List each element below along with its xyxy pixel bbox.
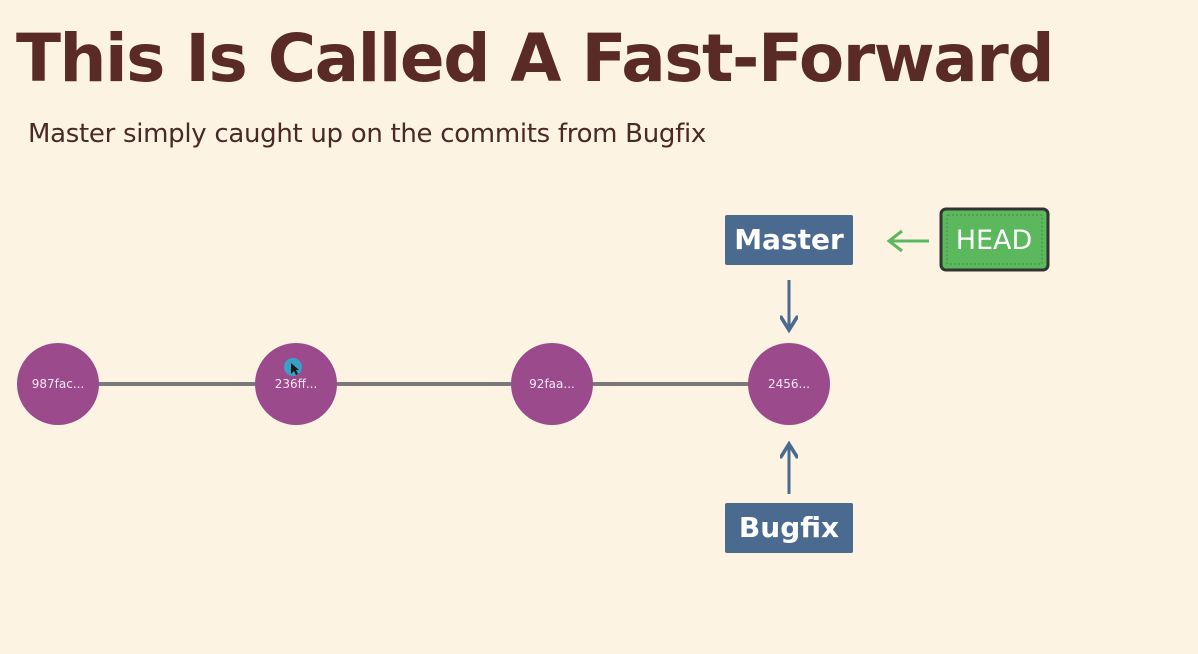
master-branch-label[interactable]: Master bbox=[725, 215, 853, 265]
head-text: HEAD bbox=[956, 225, 1033, 256]
head-pointer-label[interactable]: HEAD bbox=[939, 207, 1050, 272]
commit-node-4[interactable]: 2456... bbox=[748, 343, 830, 425]
commit-circle bbox=[748, 343, 830, 425]
commit-hash: 92faa... bbox=[529, 377, 575, 391]
commit-node-1[interactable]: 987fac... bbox=[17, 343, 99, 425]
commit-node-2[interactable]: 236ff... bbox=[255, 343, 337, 425]
mouse-cursor-icon bbox=[284, 358, 302, 376]
slide-subtitle: Master simply caught up on the commits f… bbox=[28, 119, 706, 149]
bugfix-branch-text: Bugfix bbox=[739, 511, 839, 544]
commit-circle bbox=[255, 343, 337, 425]
commit-circle bbox=[511, 343, 593, 425]
commit-hash: 236ff... bbox=[275, 377, 318, 391]
commit-hash: 2456... bbox=[768, 377, 810, 391]
bugfix-branch-label[interactable]: Bugfix bbox=[725, 503, 853, 553]
master-branch-text: Master bbox=[734, 223, 844, 256]
commit-hash: 987fac... bbox=[32, 377, 85, 391]
head-arrow bbox=[886, 229, 929, 253]
commit-circle bbox=[17, 343, 99, 425]
slide-title: This Is Called A Fast-Forward bbox=[16, 20, 1055, 97]
commit-node-3[interactable]: 92faa... bbox=[511, 343, 593, 425]
